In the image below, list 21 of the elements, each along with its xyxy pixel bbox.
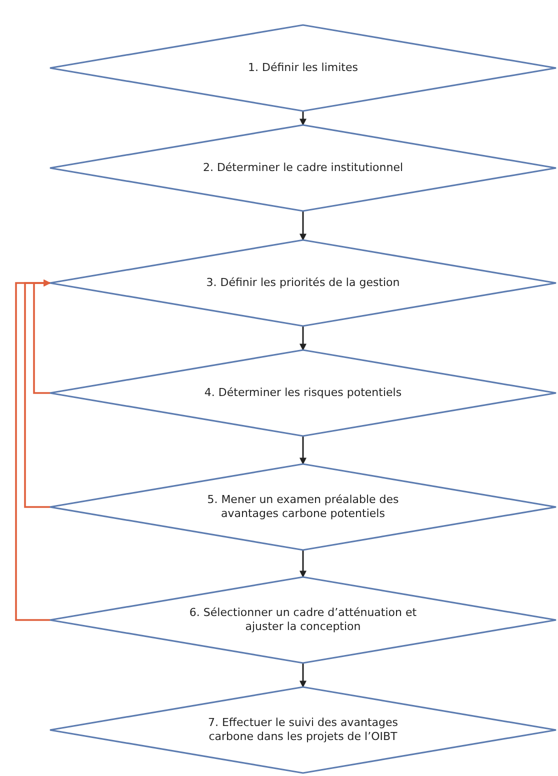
step-label: 4. Déterminer les risques potentiels xyxy=(203,386,403,400)
process-diamond xyxy=(50,240,556,326)
step-label: 5. Mener un examen préalable des avantages carbone potentiels xyxy=(206,492,400,522)
step-label: 6. Sélectionner un cadre d’atténuation et ajuster la conception xyxy=(188,606,418,634)
arrow xyxy=(300,211,306,241)
process-diamond xyxy=(50,577,556,663)
process-diamond xyxy=(50,464,556,550)
arrow xyxy=(300,436,306,465)
step-label: 7. Effectuer le suivi des avantages carbone dans les projets de l’OIBT xyxy=(206,716,400,744)
step-label: 2. Déterminer le cadre institutionnel xyxy=(202,160,404,176)
arrow xyxy=(300,111,306,126)
feedback-arrow xyxy=(15,280,51,621)
process-diamond xyxy=(50,350,556,436)
step-label: 1. Définir les limites xyxy=(247,60,359,76)
step-label: 3. Définir les priorités de la gestion xyxy=(205,276,401,290)
arrow xyxy=(300,550,306,578)
process-diamond xyxy=(50,687,556,773)
arrow xyxy=(300,663,306,688)
arrow xyxy=(300,326,306,351)
process-diamond xyxy=(50,25,556,111)
process-diamond xyxy=(50,125,556,211)
